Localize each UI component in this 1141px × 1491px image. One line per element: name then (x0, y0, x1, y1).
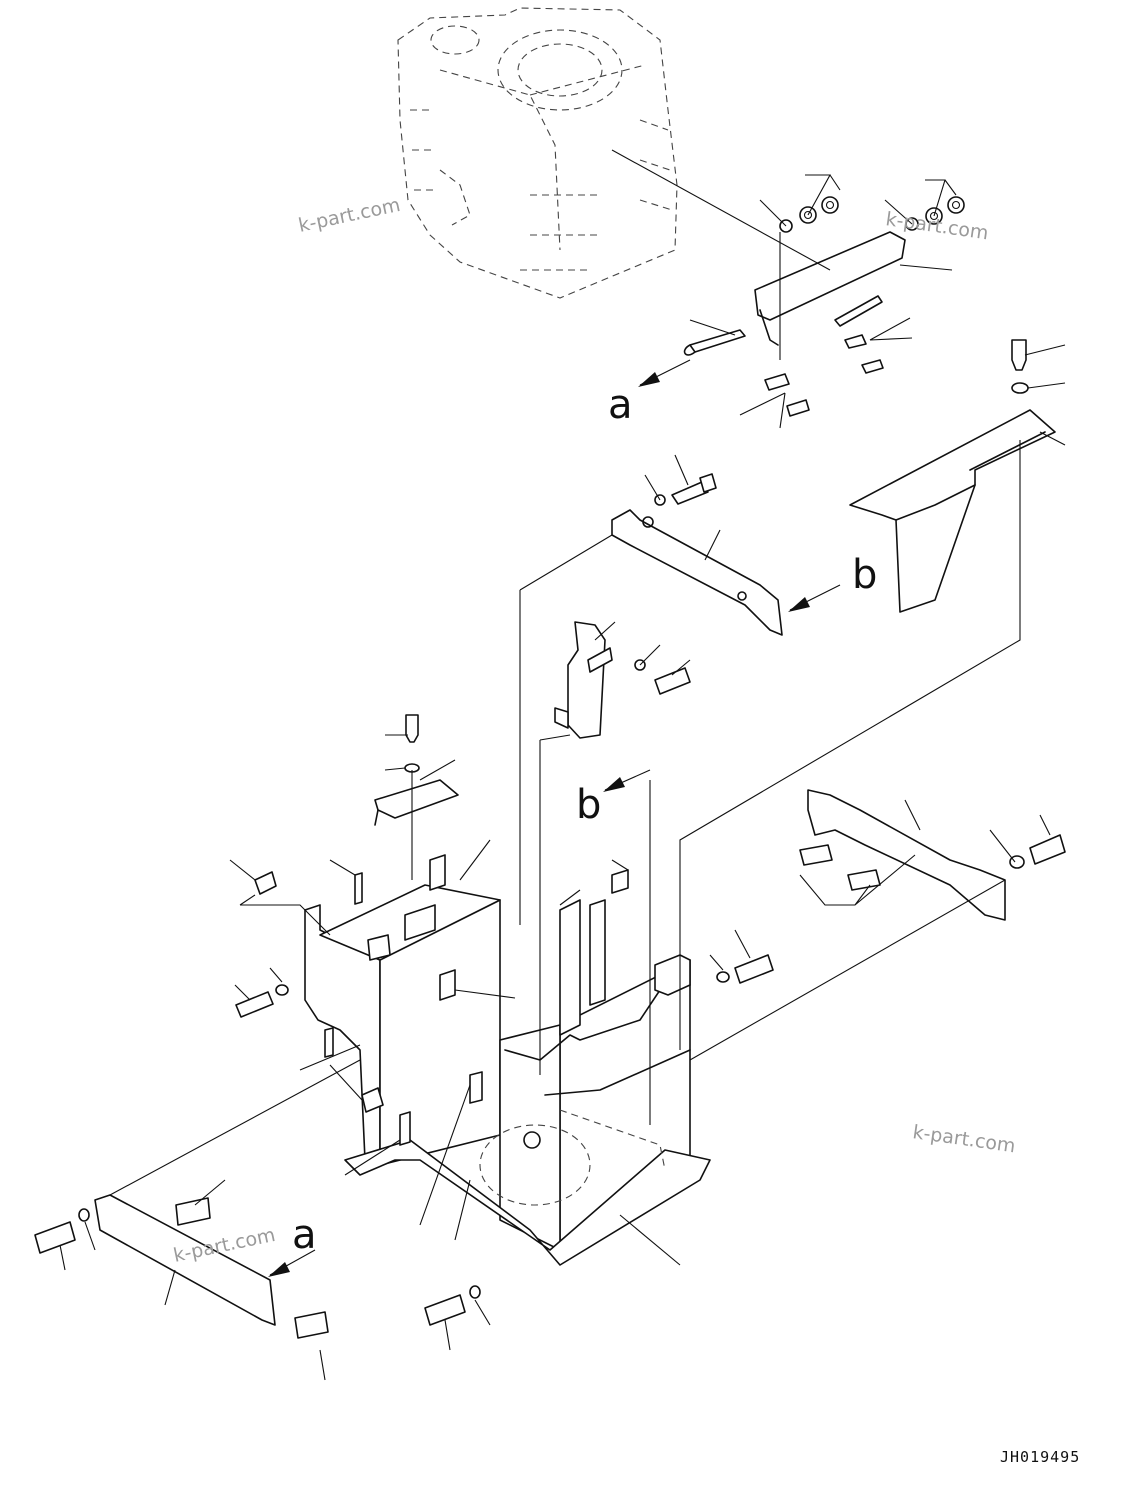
watermark-3: k-part.com (911, 1121, 1017, 1157)
view-mark-b-center: b (576, 782, 601, 828)
middle-bracket (611, 473, 783, 636)
frame-top-cover (374, 714, 459, 826)
watermark-1: k-part.com (296, 194, 402, 237)
lower-left-bar (34, 1194, 481, 1339)
right-cover-plate (849, 339, 1056, 613)
view-arrows (268, 359, 841, 1277)
view-mark-b-right: b (852, 552, 877, 598)
main-frame (304, 854, 711, 1266)
drawing-number: JH019495 (1000, 1448, 1080, 1466)
transmission-housing (397, 7, 678, 299)
leader-lines (59, 149, 1066, 1381)
view-mark-a-upper: a (608, 382, 633, 428)
view-mark-a-lower: a (292, 1212, 317, 1258)
frame-small-parts (235, 871, 384, 1113)
upper-bracket-assembly (683, 196, 965, 417)
vertical-bracket (554, 621, 691, 739)
right-side-bracket (716, 789, 1066, 984)
